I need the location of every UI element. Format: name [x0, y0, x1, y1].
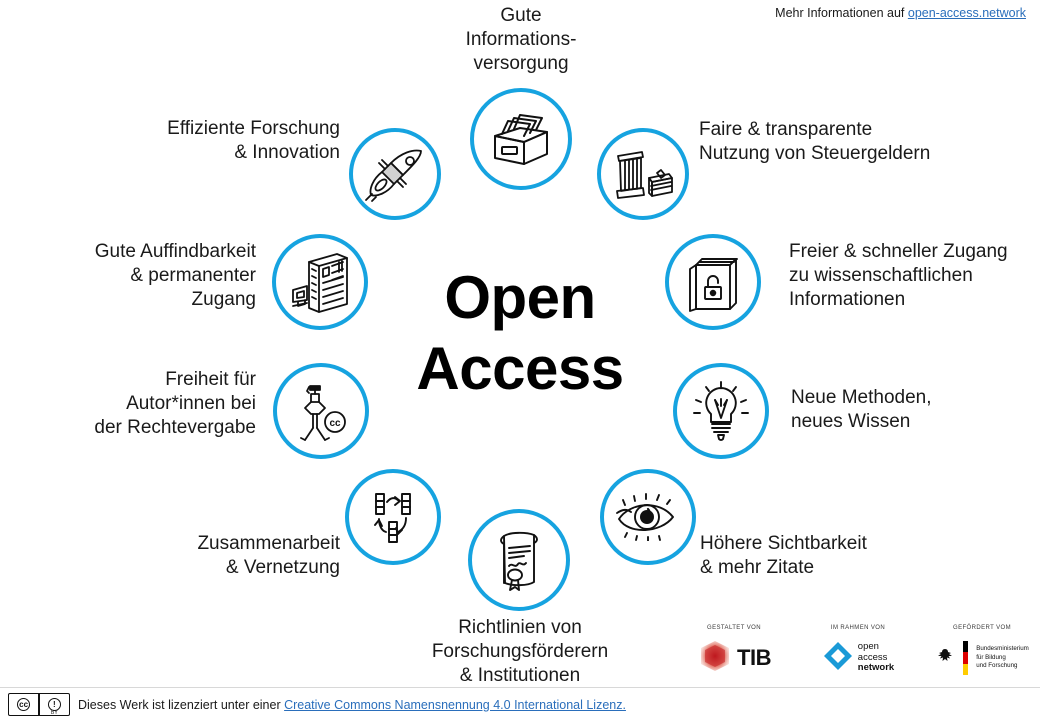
node-gute-auffindbarkeit[interactable] [272, 234, 368, 330]
label-zusammenarbeit-vernetzung: Zusammenarbeit & Vernetzung [197, 533, 340, 578]
lightbulb-icon [690, 380, 752, 442]
sponsor-open-access-network: IM RAHMEN VON open access network [810, 625, 906, 680]
label-gute-informationsversorgung: Gute Informations- versorgung [465, 5, 577, 74]
sponsor-tib: GESTALTET VON [686, 625, 782, 680]
open-access-network-diamond-logo [822, 640, 854, 677]
certificate-scroll-icon [490, 526, 548, 594]
tib-wordmark: TIB [737, 645, 771, 670]
node-faire-transparente-nutzung[interactable] [597, 128, 689, 220]
svg-text:cc: cc [329, 418, 341, 429]
oan-wordmark: open access network [857, 641, 895, 674]
title-line-2: Access [416, 334, 624, 402]
label-faire-transparente-nutzung: Faire & transparente Nutzung von Steuerg… [699, 119, 931, 164]
sponsor-bmbf: GEFÖRDERT VOM Bundesministerium für Bild… [934, 625, 1030, 680]
collaboration-arrows-icon [362, 486, 424, 548]
node-freier-schneller-zugang[interactable] [665, 234, 761, 330]
node-hoehere-sichtbarkeit[interactable] [600, 469, 696, 565]
author-cc-icon: cc [293, 378, 349, 444]
by-label: BY [50, 710, 58, 716]
label-freier-schneller-zugang: Freier & schneller Zugang zu wissenschaf… [789, 241, 1008, 310]
label-richtlinien-forschungsfoerderern: Richtlinien von Forschungsförderern & In… [431, 617, 609, 686]
header-note-text: Mehr Informationen auf [775, 6, 908, 20]
eye-icon [615, 493, 681, 541]
open-book-unlock-icon [684, 251, 742, 313]
sponsor-oan-caption: IM RAHMEN VON [830, 625, 886, 631]
tib-cube-logo [697, 639, 733, 678]
node-zusammenarbeit-vernetzung[interactable] [345, 469, 441, 565]
license-notice: cc ! BY Dieses Werk ist lizenziert unter… [8, 693, 626, 716]
oan-line-2: access [857, 651, 888, 663]
title-line-1: Open [444, 264, 596, 331]
open-access-network-link[interactable]: open-access.network [907, 6, 1026, 20]
license-prefix: Dieses Werk ist lizenziert unter einer [78, 697, 285, 712]
creative-commons-badge-icon: cc ! BY [8, 693, 70, 716]
label-freiheit-autorinnen: Freiheit für Autor*innen bei der Rechtev… [94, 369, 256, 438]
sponsor-logos: GESTALTET VON [686, 625, 1030, 680]
label-neue-methoden: Neue Methoden, neues Wissen [791, 387, 932, 432]
node-gute-informationsversorgung[interactable] [470, 88, 572, 190]
pillar-money-icon [612, 146, 674, 202]
rocket-icon [363, 145, 427, 203]
card-file-box-icon [490, 110, 552, 168]
bmbf-eagle-logo [935, 646, 955, 671]
oan-line-1: open [857, 641, 879, 653]
label-gute-auffindbarkeit: Gute Auffindbarkeit & permanenter Zugang [94, 241, 256, 310]
server-repository-icon [289, 250, 351, 314]
german-flag-bar [963, 641, 969, 675]
page-title: Open Access [355, 263, 685, 405]
node-freiheit-autorinnen[interactable]: cc [273, 363, 369, 459]
node-richtlinien-forschungsfoerderern[interactable] [468, 509, 570, 611]
header-info-note: Mehr Informationen auf open-access.netwo… [775, 6, 1026, 20]
node-effiziente-forschung[interactable] [349, 128, 441, 220]
bmbf-wordmark: Bundesministerium für Bildung und Forsch… [976, 645, 1029, 670]
sponsor-tib-caption: GESTALTET VON [707, 625, 761, 631]
sponsor-bmbf-caption: GEFÖRDERT VOM [953, 625, 1011, 631]
license-link[interactable]: Creative Commons Namensnennung 4.0 Inter… [284, 697, 626, 712]
cc-glyph: cc [17, 698, 31, 711]
license-text: Dieses Werk ist lizenziert unter einer C… [78, 698, 626, 712]
label-effiziente-forschung: Effiziente Forschung & Innovation [167, 118, 340, 163]
node-neue-methoden[interactable] [673, 363, 769, 459]
label-hoehere-sichtbarkeit: Höhere Sichtbarkeit & mehr Zitate [700, 533, 867, 578]
oan-line-3: network [857, 662, 895, 674]
footer-divider [0, 687, 1040, 688]
by-glyph: ! [47, 698, 61, 711]
